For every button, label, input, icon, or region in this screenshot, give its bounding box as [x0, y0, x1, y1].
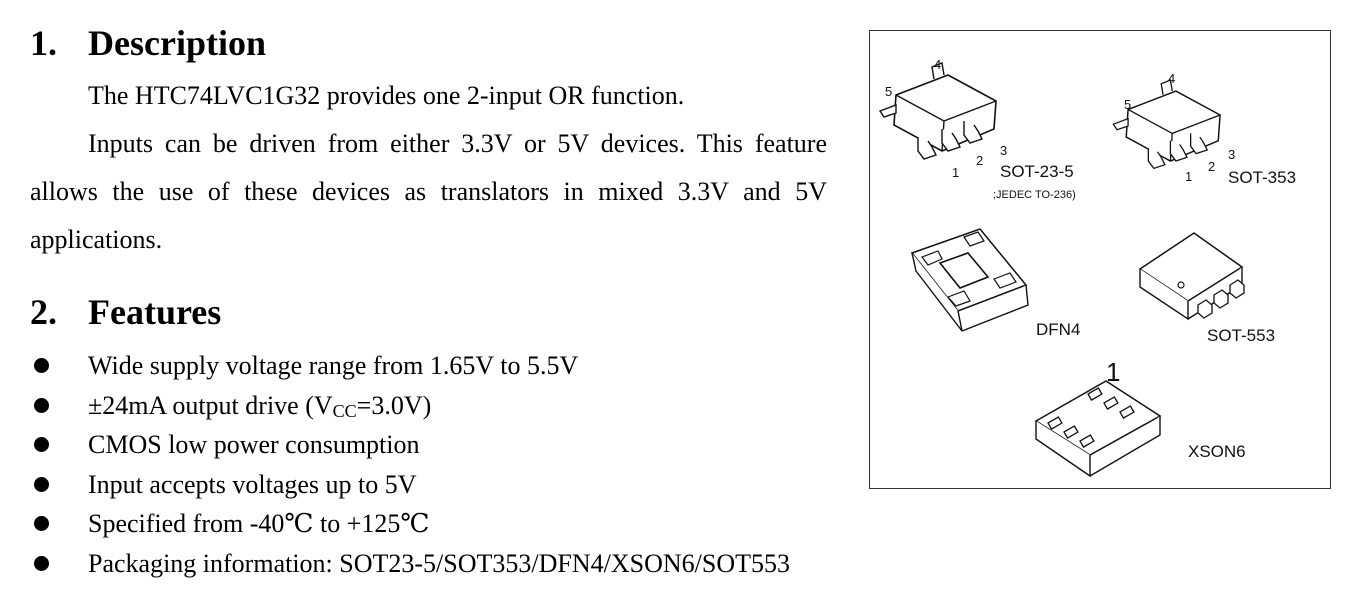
- pin-label: 3: [1228, 147, 1235, 162]
- package-label: XSON6: [1188, 442, 1246, 461]
- list-item: CMOS low power consumption: [30, 425, 790, 465]
- list-item: Input accepts voltages up to 5V: [30, 465, 790, 505]
- section-heading-description: 1. Description: [30, 25, 266, 61]
- section-title: Features: [88, 292, 222, 332]
- description-paragraph-2: Inputs can be driven from either 3.3V or…: [30, 129, 827, 254]
- pin-label: 1: [952, 165, 959, 180]
- package-figure: 4 5 1 2 3 SOT-23-5 ;JEDEC TO-236) 4 5 1 …: [869, 30, 1331, 489]
- bullet-icon: [34, 516, 49, 531]
- list-item: Specified from -40℃ to +125℃: [30, 504, 790, 544]
- section-title: Description: [88, 23, 266, 63]
- package-label: SOT-353: [1228, 168, 1296, 187]
- sot-23-5-drawing: 4 5 1 2 3 SOT-23-5 ;JEDEC TO-236): [879, 57, 1076, 201]
- section-number: 1.: [30, 23, 57, 63]
- list-item: Wide supply voltage range from 1.65V to …: [30, 346, 790, 386]
- list-item: ±24mA output drive (VCC=3.0V): [30, 386, 790, 426]
- list-item: Packaging information: SOT23-5/SOT353/DF…: [30, 544, 790, 584]
- package-label: DFN4: [1036, 320, 1080, 339]
- bullet-icon: [34, 437, 49, 452]
- section-number: 2.: [30, 292, 57, 332]
- vcc-subscript: CC: [332, 400, 357, 421]
- bullet-icon: [34, 476, 49, 492]
- pin-label: 4: [934, 57, 941, 72]
- pin-label: 2: [1208, 159, 1215, 174]
- bullet-icon: [34, 397, 49, 413]
- pin-label: 5: [885, 84, 892, 99]
- package-label: SOT-23-5: [1000, 162, 1074, 181]
- pin-label: 1: [1185, 169, 1192, 184]
- section-heading-features: 2. Features: [30, 294, 221, 330]
- package-drawings: 4 5 1 2 3 SOT-23-5 ;JEDEC TO-236) 4 5 1 …: [879, 57, 1296, 478]
- bullet-icon: [34, 555, 49, 571]
- sot-353-drawing: 4 5 1 2 3 SOT-353: [1112, 71, 1296, 187]
- pin-label: 3: [1000, 143, 1007, 158]
- bullet-icon: [34, 358, 49, 373]
- pin-label: 4: [1168, 71, 1175, 86]
- dfn4-drawing: DFN4: [910, 228, 1080, 339]
- pin1-label: 1: [1106, 357, 1120, 387]
- sot-553-drawing: SOT-553: [1138, 232, 1275, 345]
- package-label: SOT-553: [1207, 326, 1275, 345]
- xson6-drawing: 1 XSON6: [1034, 357, 1246, 478]
- package-note: ;JEDEC TO-236): [993, 189, 1076, 201]
- pin-label: 5: [1124, 97, 1131, 112]
- description-paragraph-1: The HTC74LVC1G32 provides one 2-input OR…: [88, 81, 685, 110]
- pin-label: 2: [976, 153, 983, 168]
- features-list: Wide supply voltage range from 1.65V to …: [30, 346, 790, 583]
